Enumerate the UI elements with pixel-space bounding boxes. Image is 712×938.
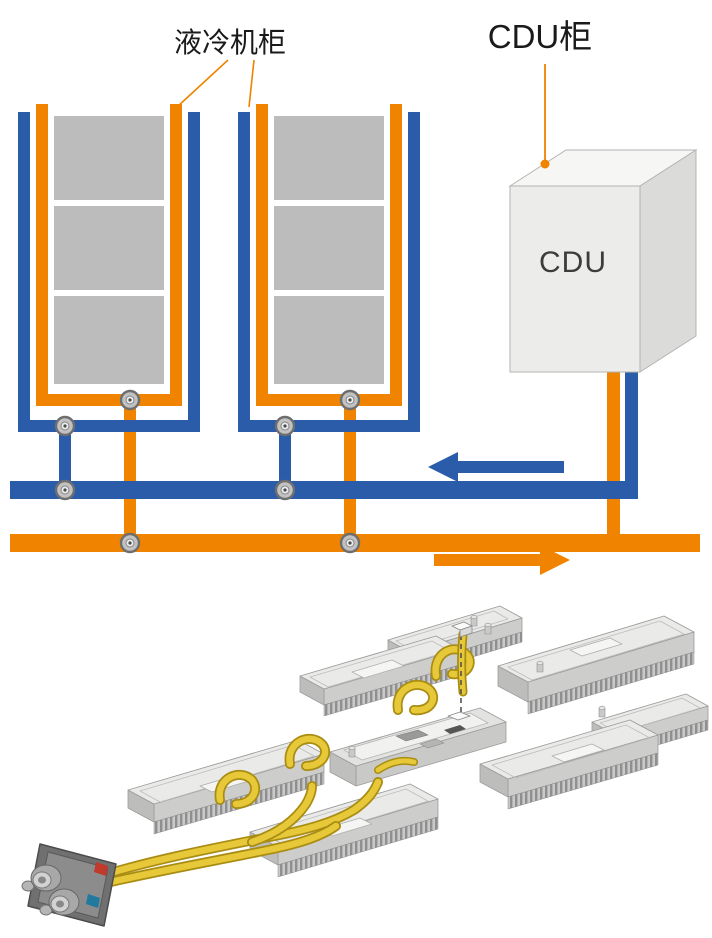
- connector-blue-mark: [86, 894, 100, 908]
- return-pipe-drop: [344, 394, 356, 552]
- connector-red-mark: [94, 862, 108, 876]
- equipment-block: [54, 116, 164, 200]
- cdu-pointer-dot: [540, 159, 550, 169]
- cdu-return-riser: [607, 368, 620, 540]
- hose-tray-elbow: [374, 756, 418, 774]
- return-pipe-bottom: [36, 394, 182, 406]
- plate-fins: [277, 816, 439, 878]
- cdu-side-face: [639, 149, 697, 373]
- valve-center: [63, 488, 67, 492]
- return-flow-arrow-right: [434, 545, 570, 575]
- supply-pipe-right: [408, 112, 420, 432]
- valve: [54, 415, 76, 437]
- cold-plate-left-mid: [299, 635, 461, 717]
- supply-pipe-drop: [279, 420, 291, 499]
- cold-plate-upper-right: [497, 615, 695, 715]
- plate-nameplate: [351, 659, 405, 679]
- screw-post-icon: [348, 745, 356, 758]
- return-pipe-drop: [124, 394, 136, 552]
- pointer-line-right: [248, 59, 255, 108]
- equipment-block: [54, 206, 164, 290]
- pointer-line-left: [176, 59, 229, 108]
- screw-posts: [348, 614, 606, 758]
- valve-center: [128, 398, 132, 402]
- valve: [274, 479, 296, 501]
- cabinet-label-pointer-lines: [176, 59, 255, 108]
- valve-center: [348, 541, 352, 545]
- valve: [274, 415, 296, 437]
- screw-post-icon: [536, 660, 544, 673]
- connector-socket: [30, 864, 62, 892]
- return-pipe-right: [390, 104, 402, 406]
- equipment-block: [274, 116, 384, 200]
- coolant-hoses: [95, 629, 475, 889]
- cold-plate-right-mid: [479, 719, 659, 810]
- plate-top-inset: [491, 724, 651, 779]
- top-schematic: 液冷机柜 CDU柜: [10, 18, 700, 575]
- valve: [119, 532, 141, 554]
- return-pipe-left: [36, 104, 48, 406]
- tray-socket: [444, 725, 466, 734]
- valve-center: [283, 424, 287, 428]
- valve: [339, 389, 361, 411]
- hose-bundle-2: [97, 821, 341, 889]
- equipment-block: [54, 296, 164, 384]
- plate-fins: [507, 752, 659, 810]
- valve: [54, 479, 76, 501]
- assembly-connector-top-face: [459, 625, 473, 638]
- supply-pipe-bottom: [238, 420, 420, 432]
- plate-fins: [527, 651, 695, 715]
- valve-center: [128, 541, 132, 545]
- plate-top-inset: [139, 744, 315, 803]
- plate-nameplate: [551, 743, 605, 763]
- coldplate-illustration: [21, 605, 709, 927]
- tray-component: [419, 738, 445, 749]
- connector-socket: [48, 888, 80, 916]
- valve: [119, 389, 141, 411]
- main-supply-pipe: [10, 481, 638, 499]
- coolant-tray: [329, 707, 507, 787]
- cdu-face-label: CDU: [539, 246, 607, 279]
- plate-top-face: [479, 719, 659, 780]
- plate-top-inset: [507, 620, 685, 681]
- equipment-block: [274, 206, 384, 290]
- return-pipe-bottom: [256, 394, 402, 406]
- screw-post-icon: [470, 614, 478, 627]
- cabinet-1: [18, 104, 200, 552]
- return-pipe-left: [256, 104, 268, 406]
- equipment-block: [274, 296, 384, 384]
- cdu-supply-riser: [625, 368, 638, 486]
- supply-pipe-bottom: [18, 420, 200, 432]
- cabinet-2: [238, 104, 420, 552]
- screw-post-icon: [598, 705, 606, 718]
- liquid-cooling-cabinet-label: 液冷机柜: [174, 27, 286, 58]
- valve: [339, 532, 361, 554]
- assembly-guide: [447, 621, 473, 721]
- supply-pipe-right: [188, 112, 200, 432]
- tray-component: [395, 729, 429, 742]
- plate-nameplate: [569, 637, 623, 657]
- valve-center: [348, 398, 352, 402]
- supply-pipe-left: [18, 112, 30, 432]
- hose-bundle-1: [95, 777, 383, 881]
- supply-flow-arrow-left: [428, 452, 564, 482]
- valve-center: [283, 488, 287, 492]
- hose-loop: [284, 733, 331, 771]
- hose-loop: [214, 769, 261, 809]
- hose-branch: [247, 781, 317, 847]
- supply-pipe-drop: [59, 420, 71, 499]
- supply-pipe-left: [238, 112, 250, 432]
- valve-center: [63, 424, 67, 428]
- cdu-cabinet-label: CDU柜: [488, 18, 593, 55]
- assembly-connector-bottom: [447, 711, 471, 721]
- screw-post-icon: [484, 622, 492, 635]
- return-pipe-right: [170, 104, 182, 406]
- quick-connector: [21, 843, 117, 927]
- cdu-front-face: [509, 185, 641, 373]
- cdu-unit: CDU: [508, 149, 698, 373]
- hose-loop: [392, 679, 439, 716]
